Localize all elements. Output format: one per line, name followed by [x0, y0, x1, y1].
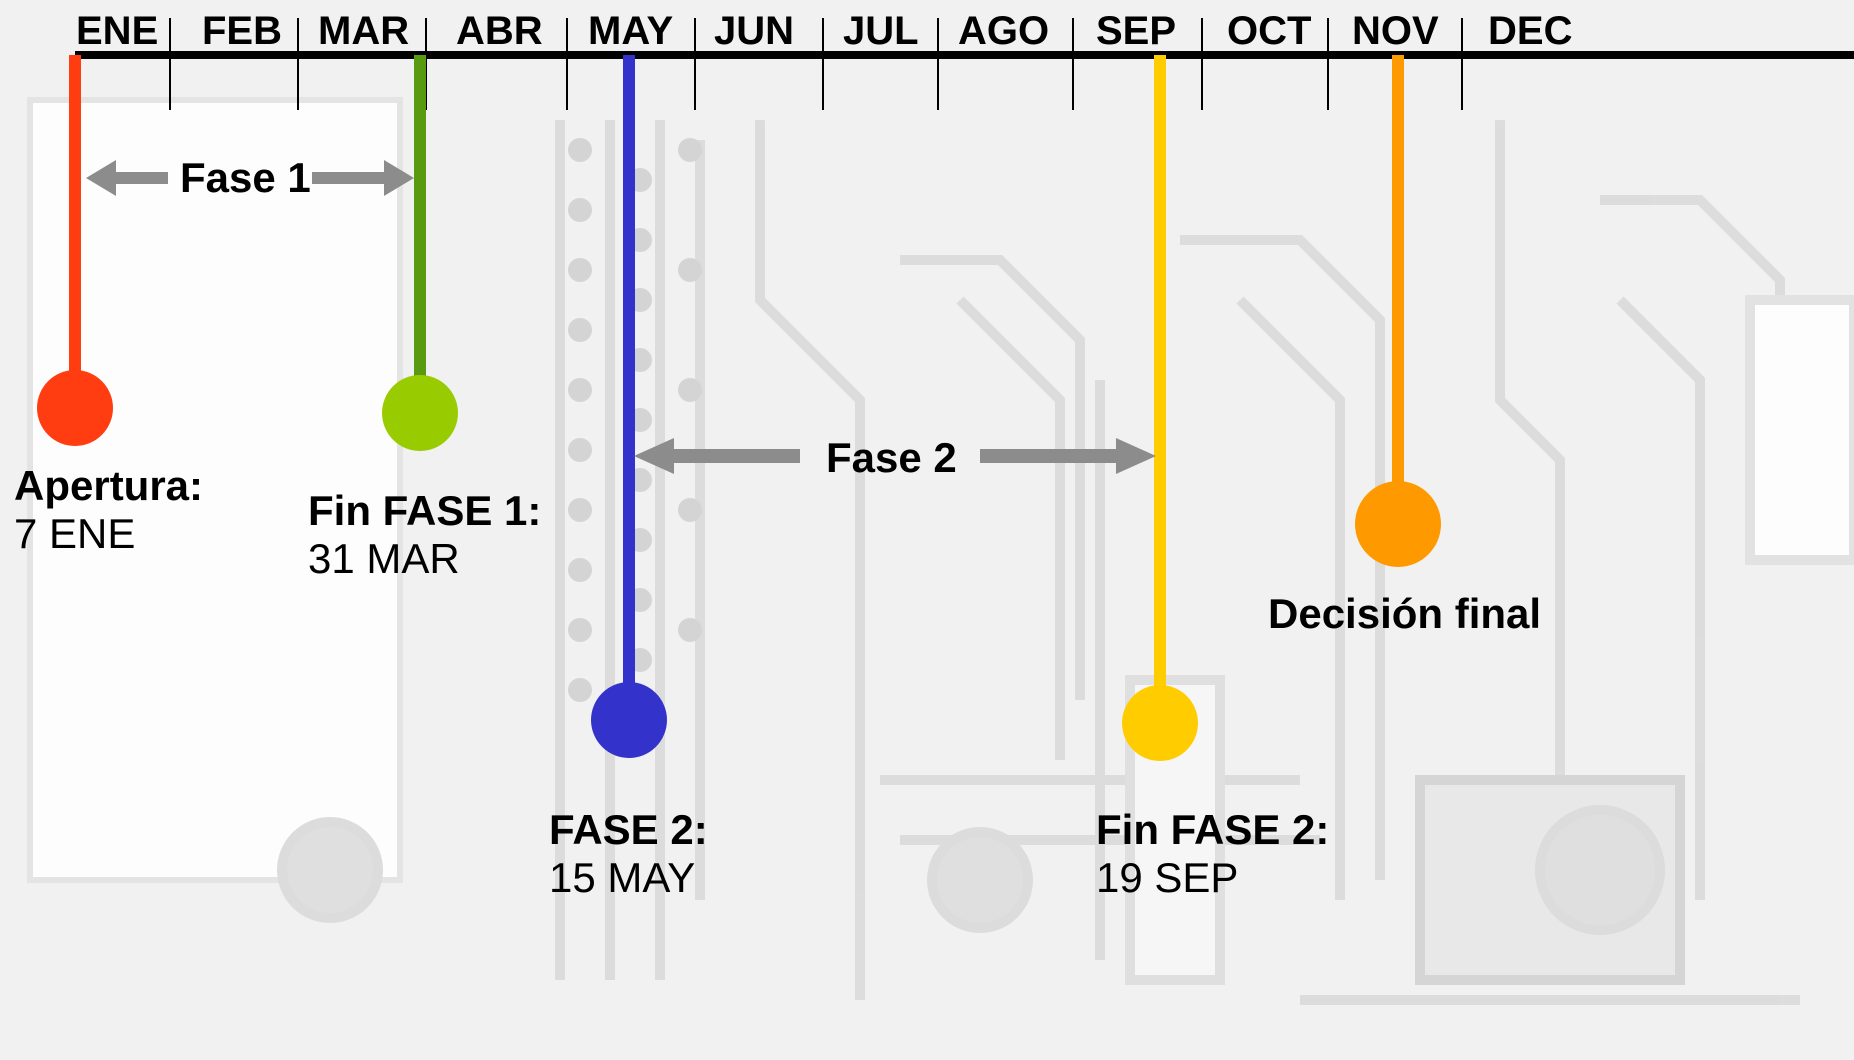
phase1-arrow-left [86, 160, 168, 196]
month-label: OCT [1227, 9, 1312, 53]
milestone-date: 7 ENE [14, 510, 136, 557]
milestone-fin-fase2-marker [1122, 55, 1198, 761]
milestone-title: Apertura: [14, 462, 204, 509]
milestone-decision-final-marker [1355, 55, 1441, 567]
milestone-fase2-marker [591, 55, 667, 758]
milestone-date: 31 MAR [308, 535, 460, 582]
month-label: FEB [202, 9, 282, 53]
phase2-arrow [634, 438, 1156, 474]
month-label: NOV [1352, 9, 1439, 53]
month-label: DEC [1488, 9, 1573, 53]
phase1-label: Fase 1 [180, 154, 311, 201]
milestone-date: 19 SEP [1096, 854, 1239, 901]
month-label: SEP [1096, 9, 1177, 53]
circuit-background [27, 97, 1854, 1005]
milestone-apertura-label: Apertura: 7 ENE [14, 462, 203, 558]
milestone-fin-fase1-dot [382, 375, 458, 451]
month-label: MAY [588, 9, 674, 53]
phase2-arrow-right [980, 438, 1156, 474]
month-label: ENE [76, 9, 159, 53]
milestone-title: Decisión final [1268, 590, 1542, 637]
milestone-fase2-dot [591, 682, 667, 758]
phase2-label: Fase 2 [826, 434, 957, 481]
milestone-fase2-label: FASE 2: 15 MAY [549, 806, 708, 902]
milestone-title: Fin FASE 1: [308, 487, 542, 534]
month-label: JUL [843, 9, 919, 53]
phase1-arrow [86, 160, 414, 196]
month-label: AGO [958, 9, 1050, 53]
month-label: JUN [714, 9, 795, 53]
milestone-fin-fase1-marker [382, 55, 458, 451]
month-label: ABR [456, 9, 543, 53]
month-separators [169, 18, 1463, 110]
milestone-fin-fase1-label: Fin FASE 1: 31 MAR [308, 487, 541, 583]
milestone-fin-fase2-label: Fin FASE 2: 19 SEP [1096, 806, 1329, 902]
milestone-fin-fase2-dot [1122, 685, 1198, 761]
milestone-decision-final-dot [1355, 481, 1441, 567]
milestone-apertura-marker [37, 55, 113, 446]
month-label: MAR [318, 9, 410, 53]
milestone-date: 15 MAY [549, 854, 696, 901]
phase2-arrow-left [634, 438, 800, 474]
milestone-title: Fin FASE 2: [1096, 806, 1330, 853]
milestone-decision-final-label: Decisión final [1268, 590, 1541, 638]
phase1-arrow-right [312, 160, 414, 196]
milestone-title: FASE 2: [549, 806, 708, 853]
milestone-apertura-dot [37, 370, 113, 446]
